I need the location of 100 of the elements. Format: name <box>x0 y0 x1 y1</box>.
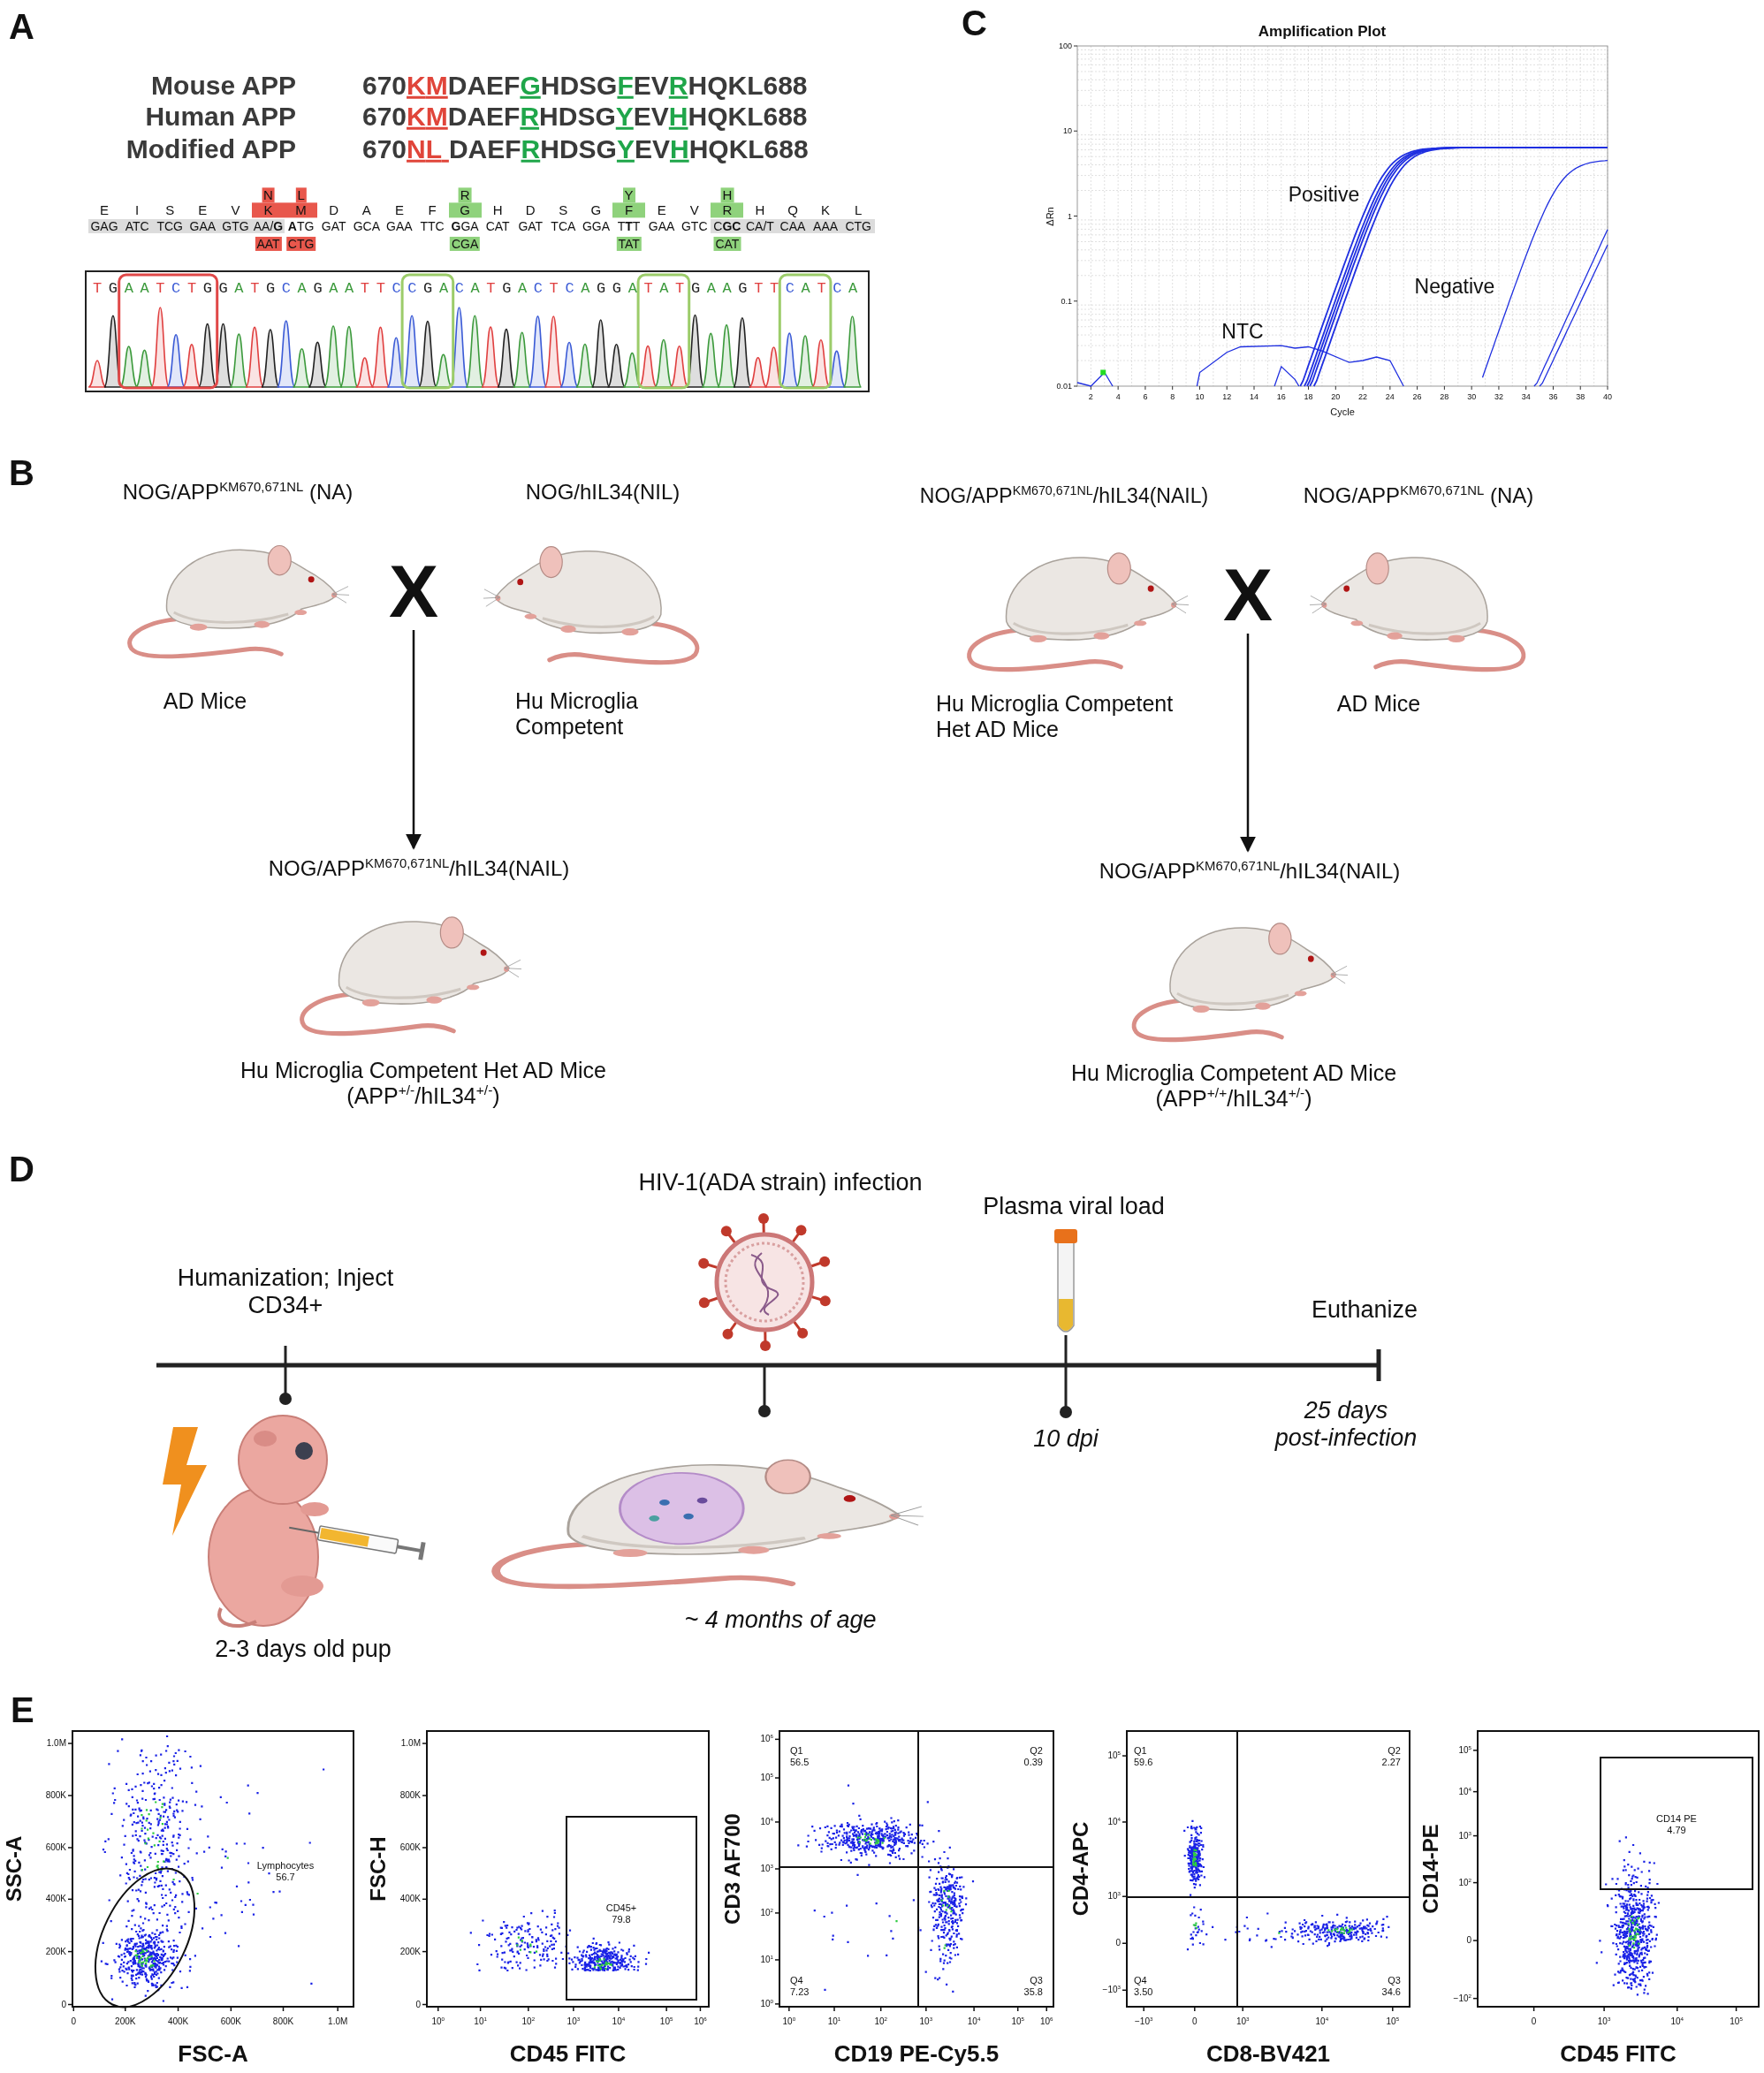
amino-acid-sequence: 670KMDAEFGHDSGFEVRHQKL688 <box>362 70 808 102</box>
axis-tick-label: 16 <box>1276 391 1286 402</box>
axis-title: FSC-H <box>366 1836 391 1902</box>
phenotype-caption: Hu Microglia Competent Het AD Mice <box>936 691 1174 742</box>
axis-tick-label: 12 <box>1222 391 1232 402</box>
mutant-codon: AAT <box>255 236 282 252</box>
curve-label: Negative <box>1414 274 1495 299</box>
axis-tick-label: 200K <box>399 1946 421 1957</box>
axis-tick-label: 0 <box>1466 1935 1471 1946</box>
axis-tick-label: 0 <box>1115 1938 1121 1948</box>
axis-tick-label: 10$^{4}$ <box>1670 2016 1684 2027</box>
panel-letter: C <box>962 3 987 43</box>
axis-tick-label: 10$^{1}$ <box>760 1955 773 1965</box>
axis-tick-label: 22 <box>1358 391 1368 402</box>
amino-acid-sequence: 670NL DAEFRHDSGYEVHHQKL688 <box>362 133 809 165</box>
protein-name: Mouse APP <box>151 70 296 102</box>
timeline-label: Euthanize <box>1311 1296 1418 1325</box>
mutant-codon: CAT <box>713 236 741 252</box>
axis-tick-label: 400K <box>45 1894 66 1905</box>
gate-label: Lymphocytes 56.7 <box>256 1860 315 1883</box>
mutation-letter: N <box>262 187 275 203</box>
axis-title: CD19 PE-Cy5.5 <box>833 2041 1000 2068</box>
axis-tick-label: 10$^{3}$ <box>1107 1891 1121 1902</box>
curve-label: Positive <box>1288 182 1360 207</box>
axis-tick-label: 18 <box>1304 391 1313 402</box>
timepoint-label: 25 days post-infection <box>1274 1396 1418 1453</box>
axis-tick-label: 10$^{6}$ <box>760 1734 773 1745</box>
axis-tick-label: 0.01 <box>1056 381 1072 391</box>
axis-tick-label: 0 <box>1531 2016 1537 2027</box>
axis-tick-label: 10$^{6}$ <box>1039 2016 1053 2027</box>
axis-tick-label: 10 <box>1195 391 1205 402</box>
chart-title: Amplification Plot <box>1258 23 1387 41</box>
axis-title: CD8-BV421 <box>1205 2041 1331 2068</box>
axis-tick-label: 10$^{4}$ <box>1315 2016 1329 2027</box>
axis-tick-label: 1.0M <box>46 1738 66 1749</box>
panel-letter: E <box>11 1690 34 1730</box>
axis-tick-label: −10$^{3}$ <box>1135 2016 1153 2027</box>
quadrant-label: Q4 7.23 <box>790 1975 810 1998</box>
mutant-codon: CTG <box>285 236 316 252</box>
axis-tick-label: 10$^{2}$ <box>521 2016 536 2027</box>
axis-tick-label: 10$^{1}$ <box>474 2016 487 2027</box>
axis-tick-label: 10$^{3}$ <box>919 2016 933 2027</box>
quadrant-label: Q4 3.50 <box>1134 1975 1153 1998</box>
panel-letter: B <box>9 452 34 493</box>
protein-name: Human APP <box>145 101 296 133</box>
axis-tick-label: 600K <box>220 2016 241 2027</box>
axis-tick-label: 1.0M <box>400 1738 421 1749</box>
axis-tick-label: 10$^{3}$ <box>1597 2016 1611 2027</box>
axis-tick-label: 10$^{5}$ <box>659 2016 673 2027</box>
axis-tick-label: 32 <box>1494 391 1503 402</box>
axis-tick-label: 10$^{3}$ <box>1458 1830 1471 1841</box>
quadrant-label: Q3 34.6 <box>1381 1975 1401 1998</box>
age-label: 2-3 days old pup <box>215 1636 392 1664</box>
axis-tick-label: 10$^{4}$ <box>967 2016 981 2027</box>
axis-tick-label: 38 <box>1576 391 1585 402</box>
axis-tick-label: 10$^{3}$ <box>566 2016 581 2027</box>
axis-tick-label: 4 <box>1115 391 1121 402</box>
axis-tick-label: 10$^{6}$ <box>694 2016 707 2027</box>
axis-title: CD4-APC <box>1068 1821 1093 1917</box>
axis-title: CD14-PE <box>1418 1824 1443 1914</box>
axis-tick-label: 0 <box>61 1999 66 2010</box>
strain-name: NOG/APP$^{KM670,671NL}$/hIL34(NAIL) <box>919 483 1209 508</box>
axis-title: FSC-A <box>178 2041 248 2068</box>
axis-tick-label: 40 <box>1603 391 1612 402</box>
axis-tick-label: 36 <box>1548 391 1558 402</box>
axis-tick-label: 24 <box>1385 391 1395 402</box>
dna-sequence: GAG ATC TCG GAA GTG AA/G ATG GAT GCA GAA TTC GGA CAT GAT TCA GGA TTT GAA GTC CGC CA/T CAA AAA CTG <box>87 218 875 234</box>
mutant-codon: TAT <box>616 236 642 252</box>
axis-title: SSC-A <box>2 1835 27 1902</box>
age-label: ~ 4 months of age <box>684 1606 877 1635</box>
axis-tick-label: 10$^{2}$ <box>1458 1877 1471 1888</box>
axis-tick-label: −10$^{3}$ <box>1102 1985 1121 1995</box>
axis-tick-label: 1 <box>1068 211 1072 221</box>
axis-tick-label: 0 <box>71 2016 77 2027</box>
mutation-letter: R <box>458 187 472 203</box>
mutant-codon: CGA <box>449 236 481 252</box>
axis-tick-label: 10$^{0}$ <box>760 1999 773 2009</box>
mutation-letter: Y <box>622 187 635 203</box>
axis-tick-label: 10$^{4}$ <box>612 2016 626 2027</box>
axis-tick-label: 10$^{3}$ <box>760 1864 773 1874</box>
axis-title: CD45 FITC <box>509 2041 627 2068</box>
protein-name: Modified APP <box>125 133 296 165</box>
axis-tick-label: 10$^{5}$ <box>1107 1750 1121 1761</box>
panel-letter: D <box>9 1149 34 1189</box>
axis-tick-label: 8 <box>1170 391 1175 402</box>
axis-tick-label: 200K <box>45 1946 66 1957</box>
quadrant-label: Q1 59.6 <box>1134 1745 1153 1768</box>
axis-tick-label: 34 <box>1521 391 1531 402</box>
quadrant-label: Q1 56.5 <box>790 1745 810 1768</box>
phenotype-caption: Hu Microglia Competent AD Mice (APP$^{+/+}$/hIL34$^{+/-}$) <box>1070 1060 1397 1112</box>
strain-name: NOG/APP$^{KM670,671NL}$ (NA) <box>1303 483 1534 508</box>
amino-acid-row-text: E I S E V K M D A E F G H D S G F E V R H Q K L <box>99 202 863 218</box>
arrow <box>406 630 422 850</box>
axis-tick-label: 0 <box>415 1999 421 2010</box>
phenotype-caption: Hu Microglia Competent Het AD Mice (APP$^{+/-}$/hIL34$^{+/-}$) <box>240 1058 606 1109</box>
strain-name: NOG/APP$^{KM670,671NL}$/hIL34(NAIL) <box>268 856 570 881</box>
axis-tick-label: 10$^{4}$ <box>760 1817 773 1827</box>
phenotype-caption: AD Mice <box>163 687 247 714</box>
axis-tick-label: 10$^{4}$ <box>1107 1817 1121 1827</box>
strain-name: NOG/APP$^{KM670,671NL}$/hIL34(NAIL) <box>1099 859 1401 884</box>
